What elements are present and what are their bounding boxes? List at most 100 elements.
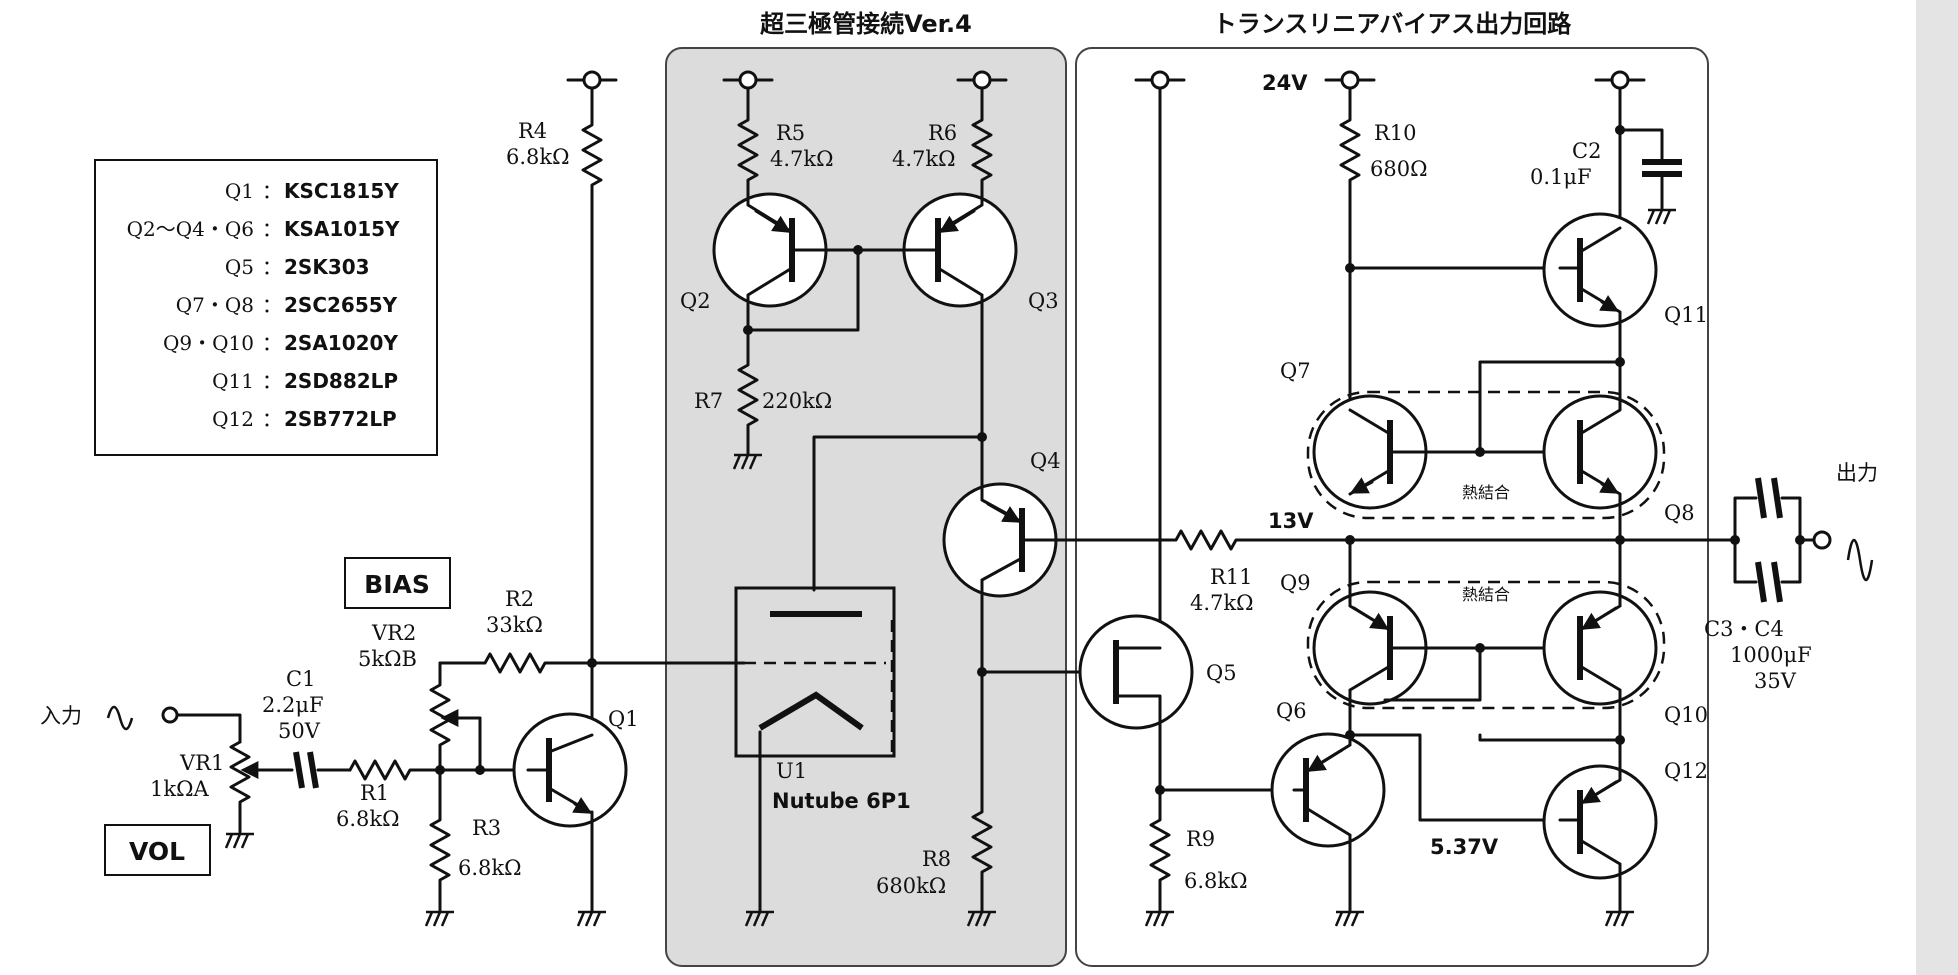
- legend-part: 2SB772LP: [284, 407, 397, 431]
- r8-ref: R8: [922, 847, 951, 871]
- wire-c3c4-left: [1733, 496, 1758, 584]
- ground-icon: [1144, 910, 1174, 927]
- q7-label: Q7: [1280, 359, 1311, 383]
- q11-label: Q11: [1664, 303, 1708, 327]
- r10-value: 680Ω: [1370, 157, 1428, 181]
- wire-q7q8-base-top: [1478, 360, 1622, 454]
- legend-ref: Q11: [212, 369, 254, 393]
- vr2-resistor: [429, 661, 451, 772]
- nutube-filament: [758, 691, 864, 731]
- thermal-label-bottom: 熱結合: [1462, 585, 1510, 604]
- q7-emitter-arrow: [1349, 477, 1374, 494]
- q1-label: Q1: [608, 707, 639, 731]
- q1-emitter-arrow: [572, 797, 593, 814]
- r11-ref: R11: [1210, 565, 1253, 589]
- parts-legend: Q1：KSC1815YQ2～Q4・Q6：KSA1015YQ5：2SK303Q7・…: [94, 159, 438, 456]
- r3-value: 6.8kΩ: [458, 856, 522, 880]
- ground-icon: [732, 453, 762, 470]
- vr1-ref: VR1: [179, 751, 224, 775]
- c1-rating: 50V: [278, 719, 321, 743]
- junction: [1795, 535, 1805, 545]
- r4-resistor: [581, 86, 603, 737]
- legend-part: KSC1815Y: [284, 179, 399, 203]
- r10-resistor: [1339, 86, 1361, 474]
- r8-resistor: [971, 670, 993, 914]
- q11-emitter-arrow: [1599, 295, 1620, 312]
- r6-ref: R6: [928, 121, 957, 145]
- legend-separator: ：: [262, 217, 282, 241]
- output-section: R11 4.7kΩ 13V Q5 R9 6.8kΩ 24V R10 680Ω: [1020, 70, 1878, 927]
- r9-resistor: [1149, 788, 1171, 914]
- super-triode-section: R5 4.7kΩ R6 4.7kΩ Q2 Q3 R7 220kΩ: [680, 70, 1104, 927]
- wire-input: [175, 713, 242, 744]
- r1-ref: R1: [360, 781, 389, 805]
- q6-emitter-arrow: [1306, 748, 1344, 772]
- legend-separator: ：: [262, 179, 282, 203]
- junction: [1345, 535, 1355, 545]
- wire-q2q3-base: [746, 248, 940, 332]
- legend-separator: ：: [262, 369, 282, 393]
- junction: [475, 765, 485, 775]
- vol-box: [104, 824, 211, 876]
- q6-transistor: [1270, 732, 1386, 848]
- input-section: 入力 VR1 1kΩA VOL C1 2.2μF 50V R1 6.8kΩ: [40, 70, 746, 927]
- q8-emitter-arrow: [1599, 477, 1620, 494]
- q12-emitter-arrow: [1580, 780, 1618, 804]
- r6-value: 4.7kΩ: [892, 147, 956, 171]
- q2-label: Q2: [680, 289, 711, 313]
- input-label: 入力: [40, 704, 82, 728]
- legend-part: 2SA1020Y: [284, 331, 398, 355]
- c1-capacitor: [293, 751, 319, 789]
- input-wave-icon: [106, 705, 134, 731]
- q10-emitter-arrow: [1580, 606, 1618, 630]
- output-terminal: [1812, 530, 1832, 550]
- legend-part: 2SK303: [284, 255, 370, 279]
- r10-ref: R10: [1374, 121, 1417, 145]
- wire-c2: [1618, 128, 1664, 162]
- thermal-coupling-top: [1306, 390, 1666, 520]
- v24-label: 24V: [1262, 71, 1308, 95]
- legend-part: 2SD882LP: [284, 369, 398, 393]
- legend-ref: Q9・Q10: [163, 331, 254, 355]
- thermal-coupling-bottom: [1306, 580, 1666, 710]
- r2-ref: R2: [505, 587, 534, 611]
- output-wave-icon: [1846, 538, 1874, 582]
- legend-part: 2SC2655Y: [284, 293, 398, 317]
- q10-transistor: [1542, 590, 1658, 706]
- output-label: 出力: [1836, 461, 1878, 485]
- supply-terminal: [1340, 70, 1360, 90]
- q2-emitter-arrow: [754, 209, 792, 233]
- legend-separator: ：: [262, 293, 282, 317]
- r7-value: 220kΩ: [762, 389, 832, 413]
- r8-value: 680kΩ: [876, 874, 946, 898]
- legend-ref: Q1: [225, 179, 254, 203]
- ground-icon: [424, 910, 454, 927]
- v537-label: 5.37V: [1430, 835, 1499, 859]
- ground-icon: [576, 910, 606, 927]
- q3-label: Q3: [1028, 289, 1059, 313]
- nutube-envelope: [734, 586, 896, 758]
- supply-terminal: [582, 70, 602, 90]
- c2-value: 0.1μF: [1530, 165, 1592, 189]
- r1-resistor: [348, 759, 442, 781]
- c2-capacitor: [1642, 159, 1682, 177]
- q1-transistor: [512, 712, 628, 828]
- q9-label: Q9: [1280, 571, 1311, 595]
- legend-frame: [94, 159, 438, 456]
- r2-value: 33kΩ: [486, 613, 543, 637]
- r5-ref: R5: [776, 121, 805, 145]
- q8-transistor: [1542, 394, 1658, 510]
- legend-separator: ：: [262, 255, 282, 279]
- junction: [1475, 447, 1485, 457]
- q11-transistor: [1542, 212, 1658, 328]
- c3c4-value: 1000μF: [1730, 643, 1812, 667]
- r4-ref: R4: [518, 119, 547, 143]
- q12-transistor: [1542, 764, 1658, 880]
- c1-ref: C1: [286, 667, 315, 691]
- thermal-label-top: 熱結合: [1462, 483, 1510, 502]
- legend-ref: Q7・Q8: [176, 293, 254, 317]
- q4-label: Q4: [1030, 449, 1061, 473]
- ground-icon: [224, 832, 254, 849]
- r5-resistor: [737, 86, 759, 197]
